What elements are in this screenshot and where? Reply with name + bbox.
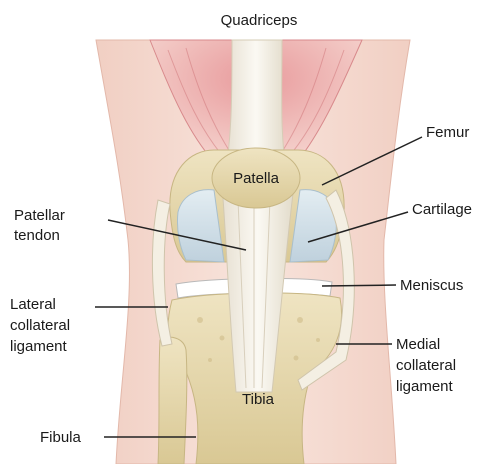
quadriceps-label: Quadriceps: [221, 12, 298, 29]
lateral-collateral-ligament-label-line-3: ligament: [10, 338, 68, 355]
fibula: [158, 337, 187, 464]
medial-collateral-ligament-label-line-3: ligament: [396, 378, 454, 395]
medial-collateral-ligament-label-line-1: Medial: [396, 336, 440, 353]
tibia-label: Tibia: [242, 391, 275, 408]
lateral-collateral-ligament-label-line-1: Lateral: [10, 296, 56, 313]
fibula-label: Fibula: [40, 429, 82, 446]
patellar-tendon-label-line-2: tendon: [14, 227, 60, 244]
patellar-tendon-label-line-1: Patellar: [14, 207, 65, 224]
meniscus-label: Meniscus: [400, 277, 463, 294]
medial-collateral-ligament-label-line-2: collateral: [396, 357, 456, 374]
cartilage-label: Cartilage: [412, 201, 472, 218]
lateral-collateral-ligament-label-line-2: collateral: [10, 317, 70, 334]
patella-label: Patella: [233, 170, 280, 187]
femur-label: Femur: [426, 124, 469, 141]
meniscus-leader-line: [322, 285, 396, 286]
